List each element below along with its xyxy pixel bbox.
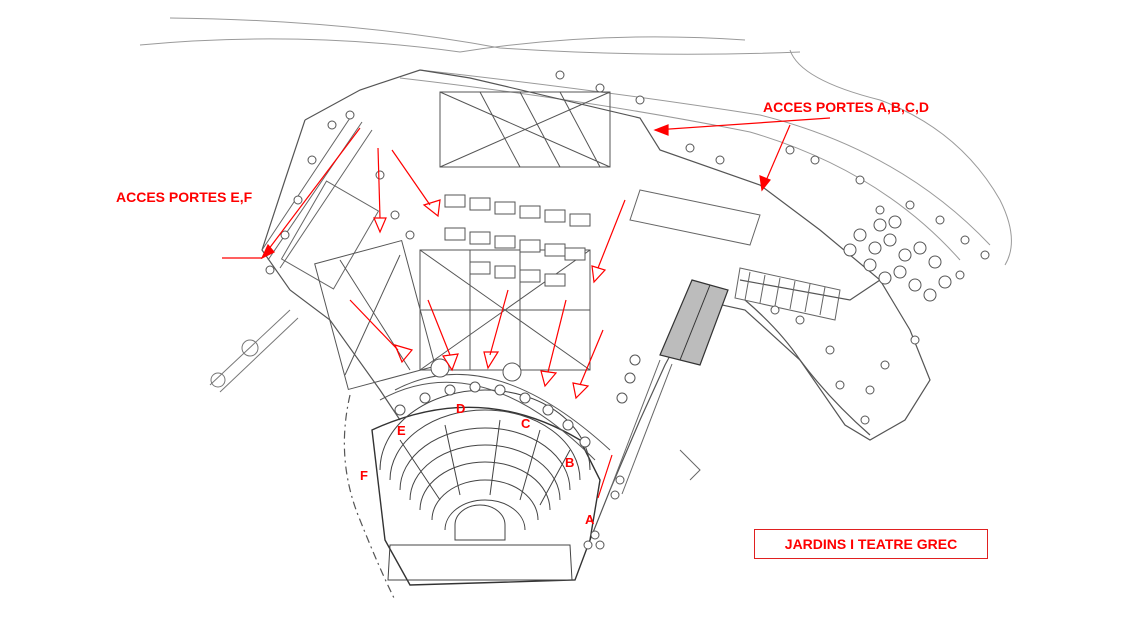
pavilion-building xyxy=(659,279,729,366)
gate-d-label: D xyxy=(456,401,465,416)
parterre-grids xyxy=(314,91,611,391)
colonnade-arc xyxy=(379,358,611,461)
gate-b-label: B xyxy=(565,455,574,470)
gate-c-label: C xyxy=(521,416,531,431)
gate-e-label: E xyxy=(397,423,406,438)
side-path xyxy=(609,359,701,495)
label-access-abcd: ACCES PORTES A,B,C,D xyxy=(763,99,929,115)
access-arrows xyxy=(222,117,831,499)
entrance-stairs xyxy=(209,309,299,393)
garden-outline xyxy=(261,69,931,601)
map-title: JARDINS I TEATRE GREC xyxy=(754,529,988,559)
seating-blocks xyxy=(444,194,591,287)
trees xyxy=(265,70,990,550)
right-terraces xyxy=(629,189,841,321)
gate-f-label: F xyxy=(360,468,368,483)
label-access-ef: ACCES PORTES E,F xyxy=(116,189,253,205)
gate-a-label: A xyxy=(585,512,595,527)
greek-theatre xyxy=(371,389,601,586)
